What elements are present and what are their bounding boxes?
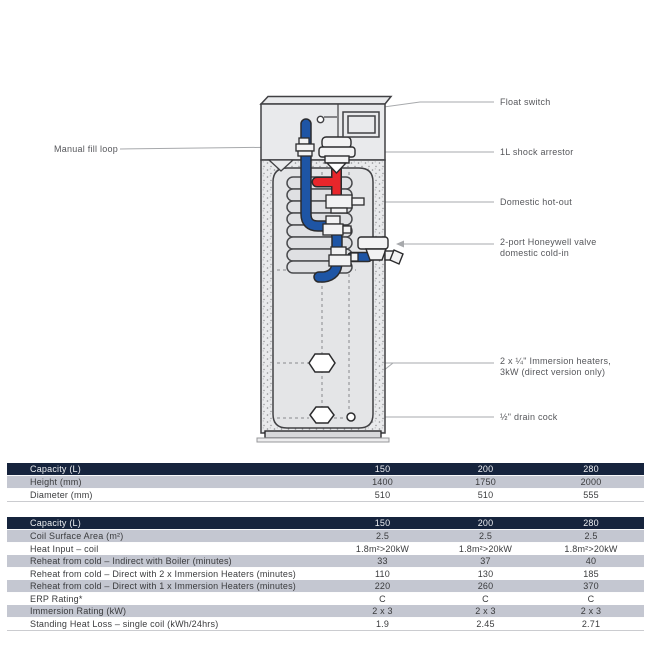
col-header: 150 <box>332 517 433 530</box>
value-cell: 2.45 <box>433 617 538 631</box>
cylinder-drawing <box>119 95 494 443</box>
col-header: 200 <box>433 517 538 530</box>
value-cell: 1400 <box>332 475 433 489</box>
label-drain-cock: ½" drain cock <box>500 412 558 422</box>
col-header: Capacity (L) <box>7 517 332 530</box>
row-label: Reheat from cold – Direct with 1 x Immer… <box>7 580 332 593</box>
row-label: Height (mm) <box>7 475 332 489</box>
value-cell: 185 <box>538 567 644 580</box>
value-cell: 40 <box>538 555 644 568</box>
table-header-row: Capacity (L) 150 200 280 <box>7 463 644 476</box>
col-header: 280 <box>538 517 644 530</box>
label-float-switch: Float switch <box>500 97 551 107</box>
label-immersion-line1: 2 x ¼" Immersion heaters, <box>500 356 611 366</box>
label-honeywell-line1: 2-port Honeywell valve <box>500 237 597 247</box>
value-cell: 260 <box>433 580 538 593</box>
value-cell: 2 x 3 <box>538 605 644 618</box>
value-cell: 2 x 3 <box>332 605 433 618</box>
value-cell: C <box>332 592 433 605</box>
table-row: Reheat from cold – Direct with 1 x Immer… <box>7 580 644 593</box>
table-row: Heat Input – coil 1.8m²>20kW 1.8m²>20kW … <box>7 542 644 555</box>
table-row: Standing Heat Loss – single coil (kWh/24… <box>7 617 644 631</box>
value-cell: 2.5 <box>538 529 644 543</box>
value-cell: 2.5 <box>433 529 538 543</box>
col-header: 150 <box>332 463 433 476</box>
table-row: Coil Surface Area (m²) 2.5 2.5 2.5 <box>7 529 644 543</box>
hot-out-fitting <box>325 194 365 214</box>
label-honeywell-valve: 2-port Honeywell valve domestic cold-in <box>500 237 597 258</box>
row-label: Immersion Rating (kW) <box>7 605 332 618</box>
value-cell: 33 <box>332 555 433 568</box>
label-immersion-heaters: 2 x ¼" Immersion heaters, 3kW (direct ve… <box>500 356 611 377</box>
label-domestic-hot-out: Domestic hot-out <box>500 197 573 207</box>
table-row: ERP Rating* C C C <box>7 592 644 605</box>
row-label: Coil Surface Area (m²) <box>7 529 332 543</box>
table-row: Height (mm) 1400 1750 2000 <box>7 475 644 489</box>
value-cell: 2.71 <box>538 617 644 631</box>
label-immersion-line2: 3kW (direct version only) <box>500 366 606 377</box>
control-panel <box>342 111 380 138</box>
float-switch <box>316 115 337 124</box>
table-row: Reheat from cold – Direct with 2 x Immer… <box>7 567 644 580</box>
row-label: Heat Input – coil <box>7 542 332 555</box>
drain-cock <box>346 412 356 422</box>
value-cell: 130 <box>433 567 538 580</box>
tank-base <box>256 430 390 443</box>
col-header: Capacity (L) <box>7 463 332 476</box>
value-cell: 510 <box>332 488 433 502</box>
row-label: Reheat from cold – Indirect with Boiler … <box>7 555 332 568</box>
value-cell: 2000 <box>538 475 644 489</box>
value-cell: 2.5 <box>332 529 433 543</box>
honeywell-valve <box>357 236 404 265</box>
immersion-bosses <box>308 353 336 424</box>
tundish-notch <box>267 159 295 172</box>
value-cell: 1750 <box>433 475 538 489</box>
row-label: Standing Heat Loss – single coil (kWh/24… <box>7 617 332 631</box>
shock-arrestor <box>318 136 356 175</box>
value-cell: 1.9 <box>332 617 433 631</box>
table-row: Diameter (mm) 510 510 555 <box>7 488 644 502</box>
label-shock-arrestor: 1L shock arrestor <box>500 147 574 157</box>
col-header: 200 <box>433 463 538 476</box>
value-cell: 1.8m²>20kW <box>433 542 538 555</box>
value-cell: 1.8m²>20kW <box>538 542 644 555</box>
value-cell: 510 <box>433 488 538 502</box>
value-cell: C <box>538 592 644 605</box>
value-cell: 2 x 3 <box>433 605 538 618</box>
label-manual-fill-loop: Manual fill loop <box>53 144 118 154</box>
value-cell: 1.8m²>20kW <box>332 542 433 555</box>
col-header: 280 <box>538 463 644 476</box>
label-honeywell-line2: domestic cold-in <box>500 247 570 258</box>
value-cell: 370 <box>538 580 644 593</box>
table-row: Immersion Rating (kW) 2 x 3 2 x 3 2 x 3 <box>7 605 644 618</box>
value-cell: 37 <box>433 555 538 568</box>
performance-table: Capacity (L) 150 200 280 Coil Surface Ar… <box>7 517 644 631</box>
table-row: Reheat from cold – Indirect with Boiler … <box>7 555 644 568</box>
value-cell: 220 <box>332 580 433 593</box>
dimensions-table: Capacity (L) 150 200 280 Height (mm) 140… <box>7 463 644 502</box>
value-cell: C <box>433 592 538 605</box>
arrow-left-icon <box>396 240 404 248</box>
pipe-fittings <box>322 215 359 267</box>
value-cell: 110 <box>332 567 433 580</box>
row-label: ERP Rating* <box>7 592 332 605</box>
table-header-row: Capacity (L) 150 200 280 <box>7 517 644 530</box>
value-cell: 555 <box>538 488 644 502</box>
cylinder-diagram: Manual fill loop Float switch 1L shock a… <box>53 95 611 443</box>
manual-fill-valve <box>295 137 315 157</box>
row-label: Reheat from cold – Direct with 2 x Immer… <box>7 567 332 580</box>
row-label: Diameter (mm) <box>7 488 332 502</box>
